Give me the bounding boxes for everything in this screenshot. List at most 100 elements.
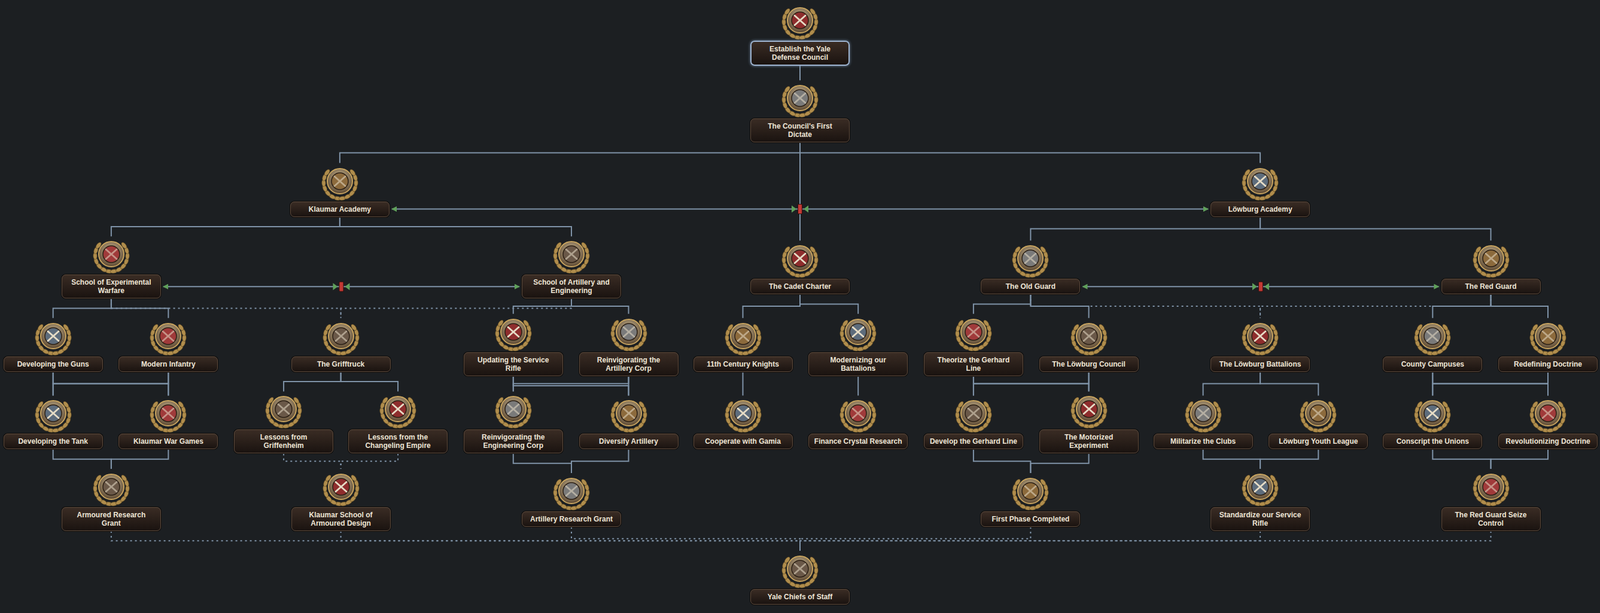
focus-node: Redefining Doctrine: [1498, 318, 1598, 373]
icon-symbol: [737, 408, 749, 419]
icon-wreath: [1472, 474, 1510, 507]
focus-icon: [491, 314, 536, 353]
focus-node: The Löwburg Battalions: [1210, 318, 1310, 373]
icon-disc: [328, 474, 354, 500]
focus-node: School of Experimental Warfare: [61, 236, 161, 299]
icon-wreath: [34, 400, 72, 434]
focus-plate: Standardize our Service Rifle: [1210, 507, 1310, 532]
icon-wreath: [1070, 323, 1107, 357]
focus-plate: Reinvigorating the Engineering Corp: [463, 429, 564, 454]
icon-wreath: [150, 323, 187, 357]
focus-icon: [145, 395, 191, 434]
icon-emblem: [159, 405, 177, 422]
icon-wreath: [610, 400, 647, 434]
focus-plate: Updating the Service Rifle: [463, 352, 564, 377]
focus-node: Artillery Research Grant: [521, 473, 622, 528]
focus-plate: Klaumar War Games: [118, 433, 218, 450]
focus-icon: [1066, 391, 1112, 430]
focus-icon: [1008, 240, 1053, 279]
prerequisite-line: [167, 372, 169, 397]
prerequisite-line: [571, 298, 629, 315]
focus-icon: [777, 2, 823, 41]
focus-node: Conscript the Unions: [1382, 395, 1483, 450]
focus-icon: [31, 395, 76, 434]
focus-node: Löwburg Academy: [1210, 163, 1310, 218]
focus-label: Klaumar School of Armoured Design: [296, 510, 386, 528]
focus-plate: The Löwburg Council: [1039, 356, 1139, 373]
icon-emblem: [791, 250, 809, 267]
focus-icon: [375, 391, 421, 430]
prerequisite-line: [341, 453, 399, 470]
focus-node: Developing the Tank: [3, 395, 103, 450]
icon-wreath: [321, 168, 358, 201]
focus-plate: Develop the Gerhard Line: [923, 433, 1024, 450]
icon-symbol: [794, 253, 806, 264]
prerequisite-line: [628, 376, 630, 397]
icon-symbol: [566, 249, 577, 260]
prerequisite-line: [341, 372, 399, 392]
prerequisite-line: [111, 449, 169, 470]
icon-disc: [787, 7, 813, 33]
icon-emblem: [849, 405, 867, 422]
focus-icon: [721, 395, 766, 434]
icon-symbol: [508, 404, 519, 415]
icon-disc: [1247, 474, 1273, 500]
icon-symbol: [566, 486, 577, 497]
focus-plate: School of Experimental Warfare: [61, 274, 161, 299]
focus-icon: [1468, 240, 1514, 279]
focus-plate: Löwburg Youth League: [1268, 433, 1368, 450]
focus-plate: The Cadet Charter: [750, 278, 850, 295]
prerequisite-line: [513, 298, 572, 315]
marker-arrow: [803, 205, 809, 214]
focus-plate: Militarize the Clubs: [1153, 433, 1253, 450]
focus-node: Finance Crystal Research: [808, 395, 908, 450]
icon-disc: [1478, 474, 1504, 500]
prerequisite-line: [1030, 294, 1261, 319]
prerequisite-line: [800, 527, 1031, 552]
icon-wreath: [494, 319, 532, 352]
focus-node: The Old Guard: [980, 240, 1081, 295]
icon-symbol: [162, 331, 174, 342]
icon-disc: [98, 241, 124, 267]
prerequisite-line: [800, 294, 859, 315]
focus-plate: The Löwburg Battalions: [1210, 356, 1310, 373]
marker-block: [797, 204, 802, 215]
focus-node: The Red Guard: [1441, 240, 1541, 295]
icon-disc: [500, 396, 526, 422]
icon-emblem: [389, 400, 407, 418]
focus-icon: [318, 318, 364, 357]
prerequisite-line: [341, 531, 800, 552]
focus-label: Klaumar Academy: [295, 205, 385, 214]
focus-plate: The Grifftruck: [291, 356, 391, 373]
icon-disc: [98, 474, 124, 500]
focus-label: Artillery Research Grant: [527, 515, 616, 524]
prerequisite-line: [743, 294, 801, 319]
icon-wreath: [494, 396, 532, 430]
prerequisite-line: [1260, 217, 1491, 242]
icon-symbol: [162, 408, 174, 419]
marker-arrow: [332, 283, 338, 291]
focus-plate: First Phase Completed: [980, 511, 1081, 528]
focus-label: Yale Chiefs of Staff: [755, 592, 845, 602]
icon-wreath: [840, 400, 877, 434]
icon-disc: [845, 400, 871, 427]
focus-node: First Phase Completed: [980, 473, 1081, 528]
icon-symbol: [392, 404, 404, 415]
icon-symbol: [623, 327, 635, 337]
focus-label: First Phase Completed: [986, 515, 1075, 524]
icon-wreath: [610, 319, 647, 352]
icon-emblem: [734, 405, 752, 422]
icon-wreath: [1242, 323, 1279, 357]
focus-plate: Developing the Tank: [3, 433, 103, 450]
icon-wreath: [265, 396, 303, 430]
icon-emblem: [791, 89, 809, 107]
focus-node: Yale Chiefs of Staff: [750, 551, 850, 605]
focus-node: The Löwburg Council: [1039, 318, 1139, 373]
icon-wreath: [1414, 400, 1452, 434]
prerequisite-line: [339, 142, 800, 163]
focus-label: School of Artillery and Engineering: [527, 278, 616, 295]
icon-wreath: [322, 323, 360, 357]
icon-emblem: [505, 400, 522, 418]
icon-wreath: [1242, 474, 1279, 507]
